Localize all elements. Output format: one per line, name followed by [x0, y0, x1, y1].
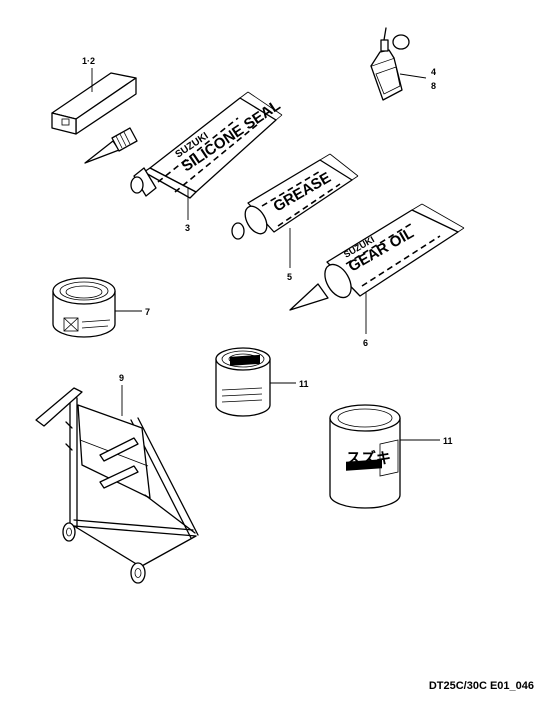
callout-5: 5 — [287, 228, 292, 282]
callout-10: 11 — [270, 379, 309, 389]
callout-5-label: 5 — [287, 272, 292, 282]
callout-3: 3 — [185, 188, 190, 233]
callout-11-label: 11 — [443, 436, 453, 446]
can-part-11: スズキ SUZUKI — [329, 404, 401, 509]
grease-tube: GREASE — [231, 153, 359, 240]
callout-1-2: 1·2 — [82, 56, 95, 92]
can-part-10: SUZUKI — [215, 347, 271, 417]
callout-7-label: 7 — [145, 307, 150, 317]
gear-oil-tube: SUZUKI GEAR OIL — [289, 203, 465, 311]
drawing-reference-code: DT25C/30C E01_046 — [428, 680, 534, 692]
small-tin — [52, 277, 116, 338]
applicator-nozzle-part — [84, 127, 138, 164]
callout-10-label: 11 — [299, 379, 309, 389]
callout-3-label: 3 — [185, 223, 190, 233]
oil-bottle — [370, 27, 410, 101]
engine-stand — [35, 387, 199, 584]
can-10-brand-text: SUZUKI — [233, 375, 259, 382]
can-11-brand-text: SUZUKI — [349, 488, 375, 495]
callout-9: 9 — [119, 373, 124, 416]
callout-11: 11 — [400, 436, 453, 446]
callout-9-label: 9 — [119, 373, 124, 383]
sealant-block-part — [51, 72, 137, 135]
callout-6: 6 — [363, 292, 368, 348]
callout-1-2-label: 1·2 — [82, 56, 95, 66]
callout-4-label: 4 — [431, 67, 436, 77]
callout-6-label: 6 — [363, 338, 368, 348]
callout-4-8: 4 8 — [399, 67, 436, 91]
silicone-seal-tube: SUZUKI SILICONE SEAL — [130, 91, 284, 199]
callout-8-label: 8 — [431, 81, 436, 91]
callout-7: 7 — [115, 307, 150, 317]
